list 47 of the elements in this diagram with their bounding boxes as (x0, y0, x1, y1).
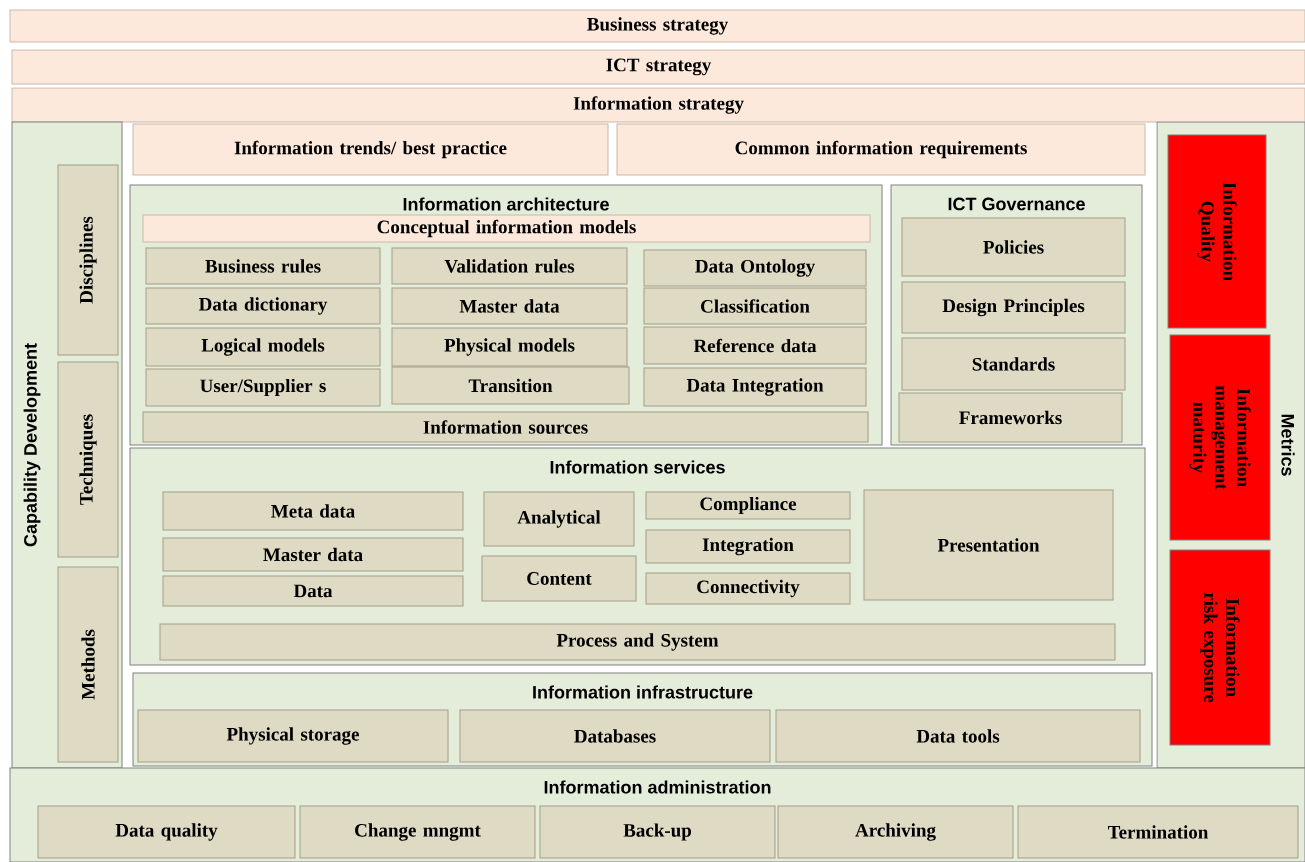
tile: Data tools (775, 709, 1141, 763)
metric-tile: Information risk exposure (1169, 549, 1271, 746)
tile: Analytical (483, 491, 635, 547)
tile: Master data (162, 537, 464, 572)
tile: Compliance (645, 491, 851, 520)
tile: Design Principles (901, 281, 1126, 334)
tile: Meta data (162, 491, 464, 531)
tile: Physical models (391, 327, 628, 367)
banner: Information strategy (11, 87, 1305, 123)
banner: ICT strategy (11, 49, 1305, 85)
metric-tile: Information management maturity (1169, 334, 1271, 541)
metric-tile: Information Quality (1167, 134, 1267, 329)
tile: Data (162, 575, 464, 607)
tile: Termination (1017, 805, 1299, 859)
tile: Frameworks (898, 392, 1123, 443)
tile: Process and System (159, 623, 1116, 661)
tile: User/Supplier s (145, 368, 381, 407)
tile: Data Integration (643, 367, 867, 407)
tile: Methods (57, 566, 119, 763)
tile: Content (481, 555, 637, 602)
tile: Back-up (539, 805, 776, 859)
tile: Policies (901, 217, 1126, 277)
tile: Business rules (145, 247, 381, 285)
banner: Business strategy (9, 9, 1305, 43)
tile: Classification (643, 287, 867, 325)
tile: Physical storage (137, 709, 449, 763)
tile: Information sources (142, 411, 869, 443)
tile: Connectivity (645, 572, 851, 605)
tile: Databases (459, 709, 771, 763)
tile: Standards (901, 337, 1126, 391)
tile: Data quality (37, 805, 296, 859)
tile: Disciplines (57, 164, 119, 356)
tile: Integration (645, 529, 851, 564)
tile: Data dictionary (145, 287, 381, 325)
banner: Common information requirements (616, 123, 1146, 176)
tile: Change mngmt (299, 805, 536, 859)
banner: Conceptual information models (142, 214, 871, 243)
tile: Validation rules (391, 247, 628, 285)
tile: Logical models (145, 327, 381, 367)
tile: Transition (391, 366, 630, 405)
tile: Data Ontology (643, 249, 867, 287)
tile: Presentation (863, 489, 1114, 601)
tile: Reference data (643, 326, 867, 365)
tile: Master data (391, 287, 628, 325)
tile: Archiving (777, 805, 1014, 859)
tile: Techniques (57, 361, 119, 558)
banner: Information trends/ best practice (132, 123, 609, 176)
